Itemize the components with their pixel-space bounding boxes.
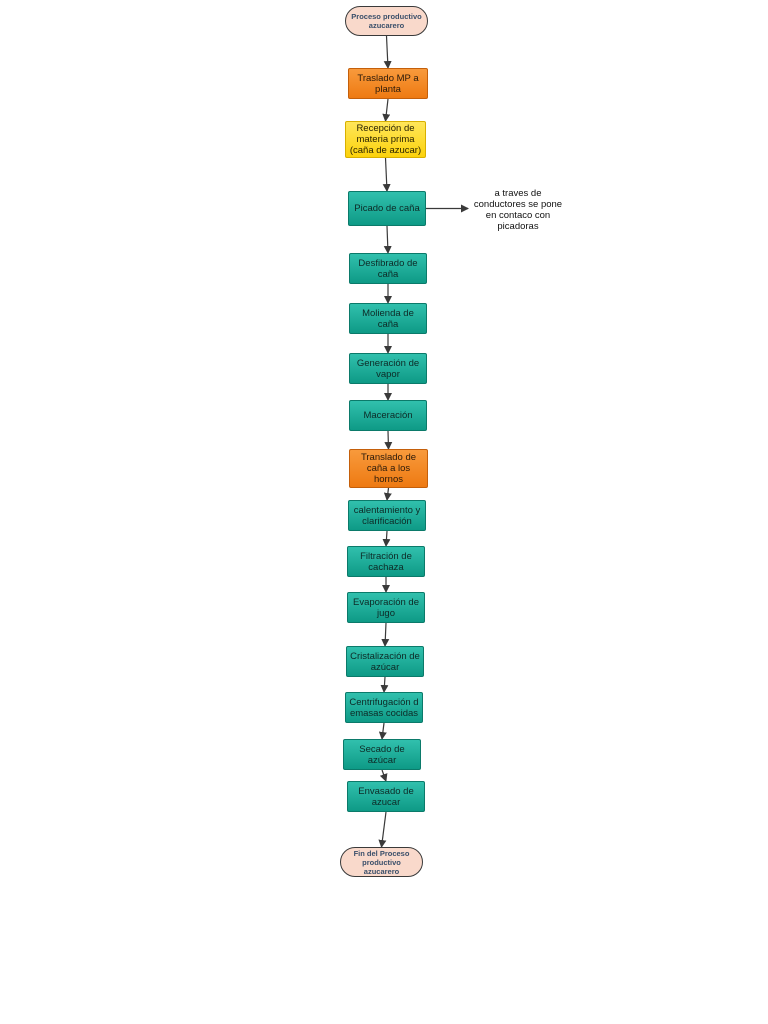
connector-arrow [383,35,392,69]
connector-arrow [384,430,393,450]
connector-arrow [381,622,390,647]
connector-arrow [379,769,388,782]
connector-arrow [382,98,391,122]
picado-note: a traves de conductores se pone en conta… [473,188,563,232]
step-secado: Secado de azúcar [343,739,421,770]
connector-arrow [380,676,389,693]
connector-arrow [382,157,391,192]
connector-arrow [383,487,392,501]
step-evaporacion: Evaporación de jugo [347,592,425,623]
step-desfibrado: Desfibrado de caña [349,253,427,284]
connector-arrow [382,530,391,547]
step-filtracion: Filtración de cachaza [347,546,425,577]
connector-arrow [378,811,387,848]
step-translado-hornos: Translado de caña a los hornos [349,449,428,488]
end-terminal: Fin del Proceso productivo azucarero [340,847,423,877]
step-generacion: Generación de vapor [349,353,427,384]
step-maceracion: Maceración [349,400,427,431]
step-calentamiento: calentamiento y clarificación [348,500,426,531]
connector-arrow [378,722,387,740]
step-centrifugacion: Centrifugación d emasas cocidas [345,692,423,723]
step-molienda: Molienda de caña [349,303,427,334]
step-traslado-mp: Traslado MP a planta [348,68,428,99]
step-envasado: Envasado de azucar [347,781,425,812]
start-terminal: Proceso productivo azucarero [345,6,428,36]
connector-arrow [383,225,392,254]
step-picado: Picado de caña [348,191,426,226]
step-cristalizacion: Cristalización de azúcar [346,646,424,677]
step-recepcion: Recepción de materia prima (caña de azuc… [345,121,426,158]
